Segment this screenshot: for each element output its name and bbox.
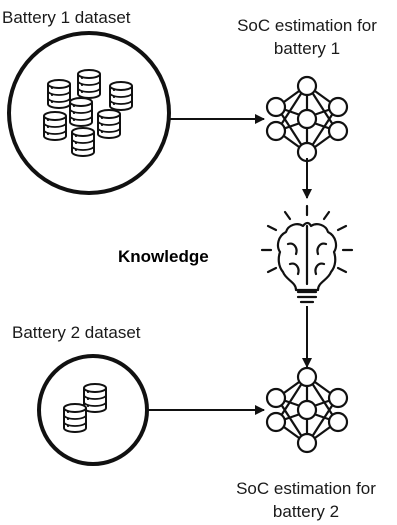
soc2-label: SoC estimation for battery 2 — [236, 477, 376, 523]
soc1-node — [265, 75, 349, 163]
neural-network-icon — [265, 366, 349, 454]
dataset2-node — [37, 354, 149, 466]
soc2-label-line1: SoC estimation for — [236, 479, 376, 498]
neural-network-icon — [265, 75, 349, 163]
dataset1-label: Battery 1 dataset — [2, 8, 131, 27]
dataset1-node — [7, 31, 171, 195]
brain-bulb-icon — [260, 204, 354, 304]
knowledge-label: Knowledge — [118, 247, 209, 266]
soc2-node — [265, 366, 349, 454]
soc1-label-line2: battery 1 — [273, 39, 341, 58]
soc1-label-line1: SoC estimation for — [237, 16, 377, 35]
soc1-label: SoC estimation for battery 1 — [237, 14, 377, 60]
dataset2-label: Battery 2 dataset — [12, 323, 141, 342]
soc2-label-line2: battery 2 — [272, 502, 340, 521]
